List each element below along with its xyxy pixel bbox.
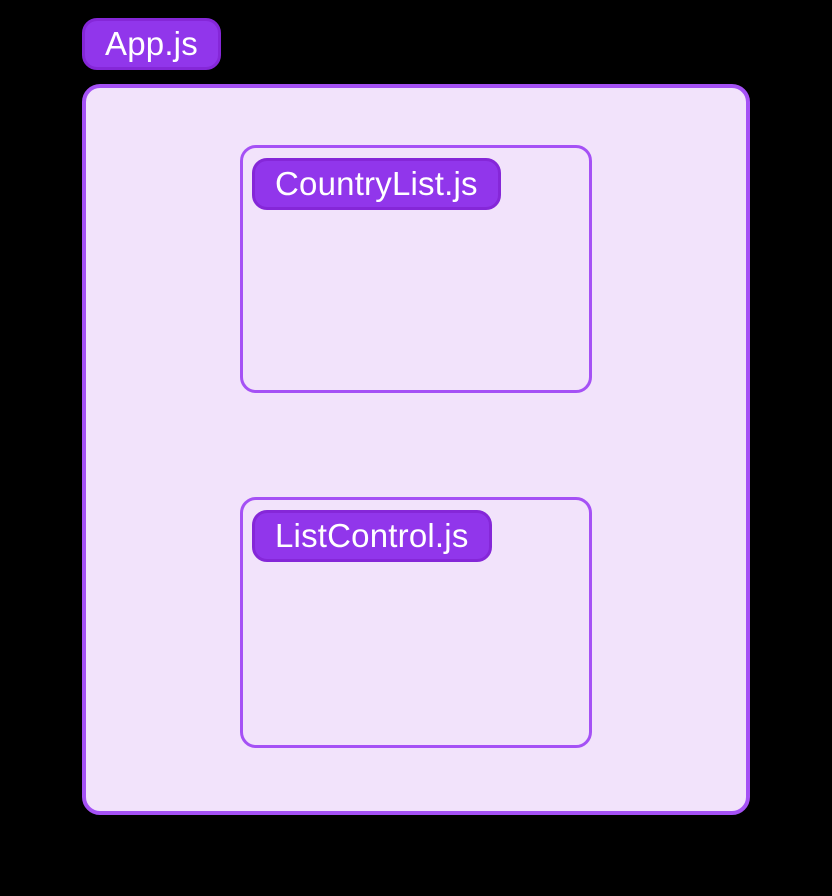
- component-label-listcontrol: ListControl.js: [252, 510, 492, 562]
- component-label-countrylist: CountryList.js: [252, 158, 501, 210]
- component-box-app: CountryList.js ListControl.js: [82, 84, 750, 815]
- component-box-listcontrol: ListControl.js: [240, 497, 592, 748]
- component-box-countrylist: CountryList.js: [240, 145, 592, 393]
- component-label-app: App.js: [82, 18, 221, 70]
